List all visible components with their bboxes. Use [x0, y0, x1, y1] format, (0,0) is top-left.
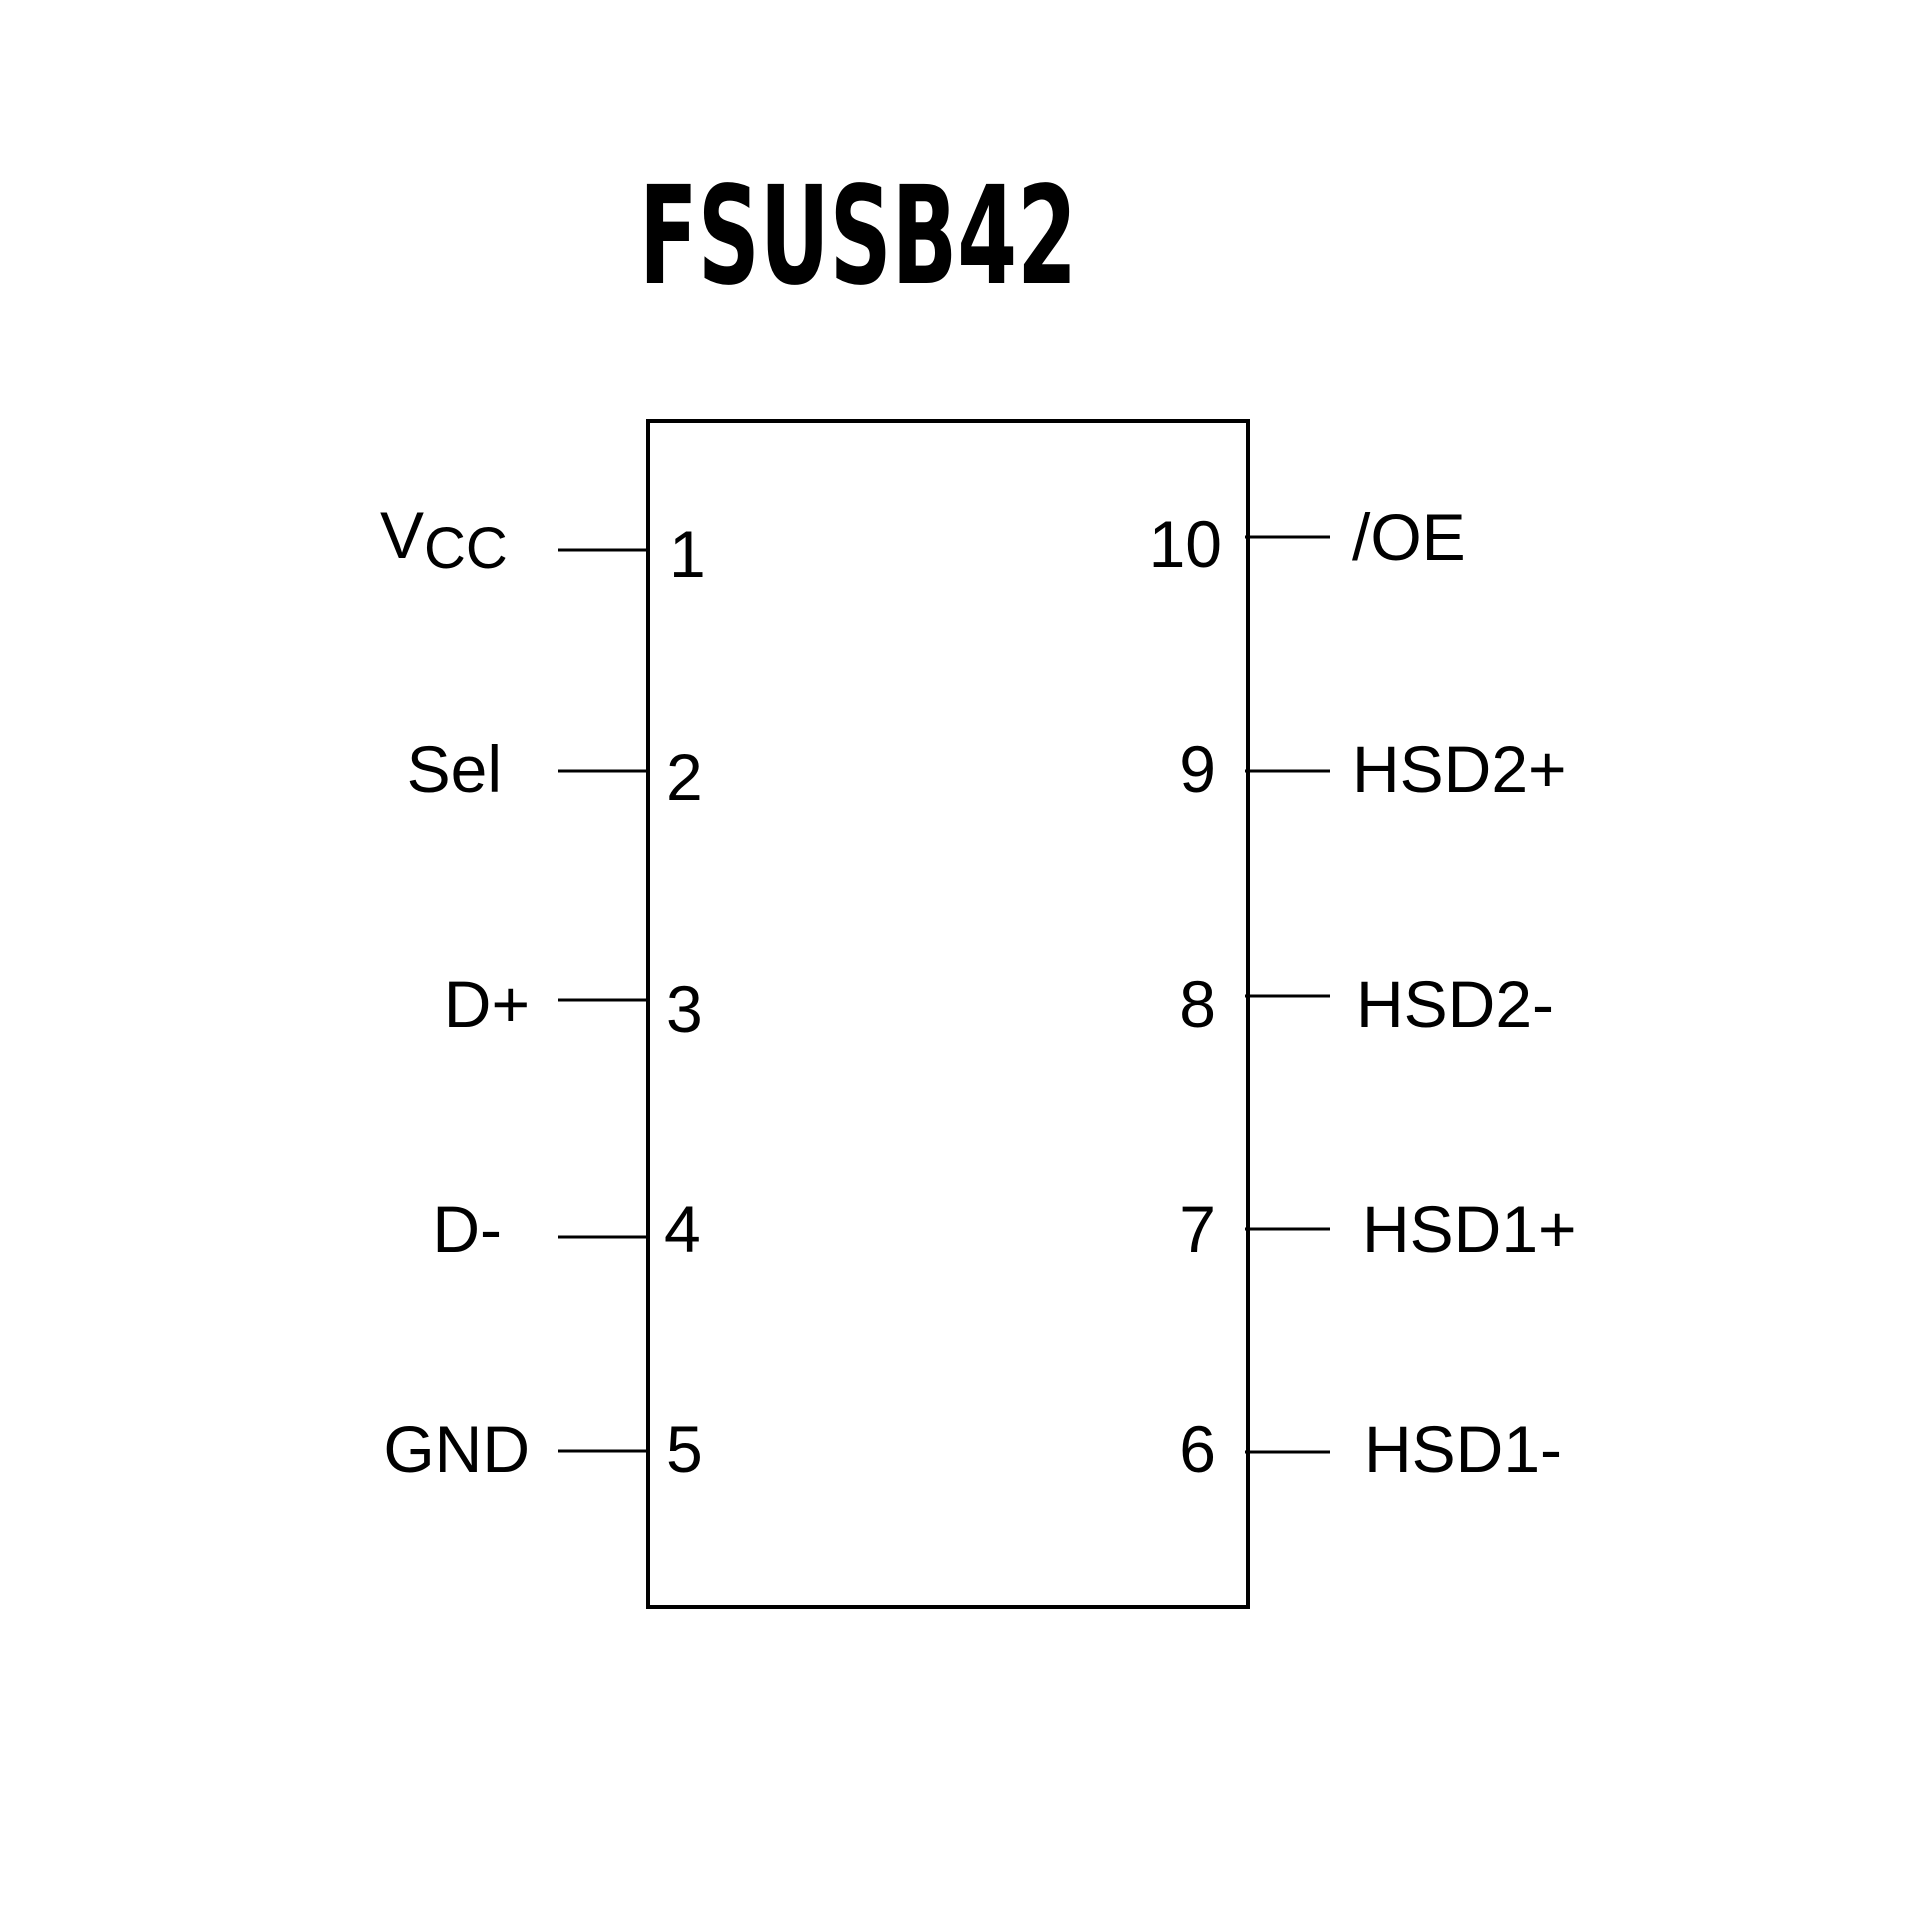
- pin-name-subscript: CC: [424, 516, 508, 581]
- pin-number: 3: [666, 972, 703, 1046]
- pin-name: D-: [432, 1192, 502, 1266]
- pin-number: 9: [1179, 732, 1216, 806]
- left-pin-3: D+ 3: [444, 967, 703, 1046]
- pin-number: 6: [1179, 1412, 1216, 1486]
- pin-name: VCC: [380, 498, 508, 581]
- pin-number: 8: [1179, 967, 1216, 1041]
- right-pin-8: HSD2- 8: [1179, 967, 1554, 1041]
- pin-name: HSD2-: [1356, 967, 1554, 1041]
- pin-name: HSD1-: [1364, 1412, 1562, 1486]
- right-pin-6: HSD1- 6: [1179, 1412, 1562, 1486]
- left-pin-1: VCC 1: [380, 498, 706, 591]
- pin-number: 2: [666, 740, 703, 814]
- pin-number: 7: [1179, 1192, 1216, 1266]
- pin-name: D+: [444, 967, 530, 1041]
- right-pin-10: /OE 10: [1149, 500, 1466, 581]
- pin-number: 10: [1149, 507, 1222, 581]
- pin-name: GND: [383, 1412, 530, 1486]
- left-pin-4: D- 4: [432, 1192, 700, 1266]
- left-pin-5: GND 5: [383, 1412, 702, 1486]
- pin-name-main: V: [380, 498, 424, 572]
- pin-name: HSD2+: [1352, 732, 1567, 806]
- chip-title: FSUSB42: [639, 158, 1077, 316]
- pin-number: 5: [666, 1412, 703, 1486]
- chip-body: [646, 419, 1250, 1609]
- right-pin-7: HSD1+ 7: [1179, 1192, 1576, 1266]
- pin-number: 1: [669, 517, 706, 591]
- left-pin-2: Sel 2: [407, 732, 703, 814]
- pin-name: HSD1+: [1362, 1192, 1577, 1266]
- pin-name: /OE: [1352, 500, 1466, 574]
- pin-name: Sel: [407, 732, 502, 806]
- right-pin-9: HSD2+ 9: [1179, 732, 1566, 806]
- pin-number: 4: [664, 1192, 701, 1266]
